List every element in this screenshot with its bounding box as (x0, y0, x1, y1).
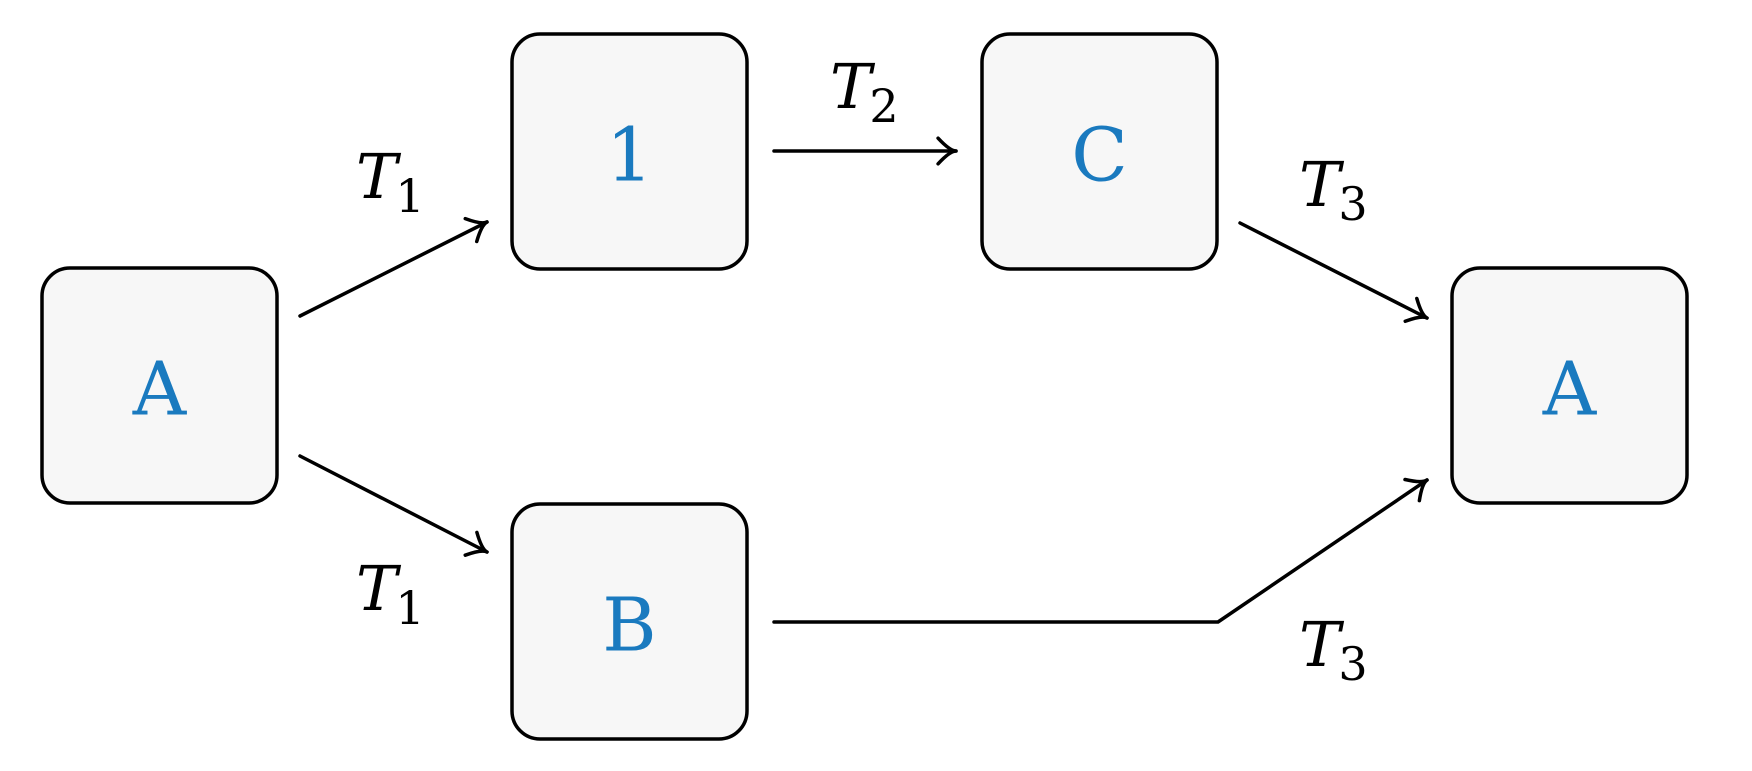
edge-a-start-to-b: T1 (298, 454, 489, 635)
edge-label-main: T (830, 50, 876, 123)
edge-b-to-a-end: T3 (772, 477, 1429, 691)
edge-label: T1 (356, 140, 425, 223)
edge-line (1238, 221, 1429, 320)
node-box (40, 266, 279, 505)
edge-label-subscript: 1 (395, 169, 424, 223)
edge-line (298, 454, 489, 554)
node-a-end: A (1450, 266, 1689, 505)
arrowhead-icon (463, 530, 489, 557)
edge-line (772, 478, 1429, 624)
edge-c-to-a-end: T3 (1238, 148, 1429, 324)
node-box (510, 32, 749, 271)
node-label: B (602, 583, 656, 669)
node-label: 1 (606, 113, 653, 199)
arrowhead-icon (936, 136, 958, 166)
edge-label-main: T (1299, 608, 1345, 681)
edge-1-to-c: T2 (772, 50, 958, 166)
edge-label: T3 (1299, 148, 1368, 231)
node-box (1450, 266, 1689, 505)
edge-label-subscript: 1 (395, 581, 424, 635)
node-a-start: A (40, 266, 279, 505)
arrowhead-icon (1403, 477, 1429, 503)
edge-label-main: T (356, 140, 402, 213)
node-c: C (980, 32, 1219, 271)
edge-label-main: T (356, 552, 402, 625)
node-1: 1 (510, 32, 749, 271)
arrowhead-icon (1403, 296, 1429, 324)
edge-label-main: T (1299, 148, 1345, 221)
edge-label: T1 (356, 552, 425, 635)
edge-label-subscript: 3 (1338, 177, 1367, 231)
edge-label: T3 (1299, 608, 1368, 691)
node-label: A (1542, 347, 1598, 433)
node-b: B (510, 502, 749, 741)
node-label: C (1071, 113, 1128, 199)
edge-a-start-to-1: T1 (298, 140, 489, 318)
edge-label: T2 (830, 50, 899, 133)
node-box (980, 32, 1219, 271)
arrowhead-icon (463, 216, 489, 244)
edge-label-subscript: 3 (1338, 637, 1367, 691)
node-box (510, 502, 749, 741)
node-label: A (132, 347, 188, 433)
edge-label-subscript: 2 (869, 79, 898, 133)
edge-line (298, 220, 489, 318)
